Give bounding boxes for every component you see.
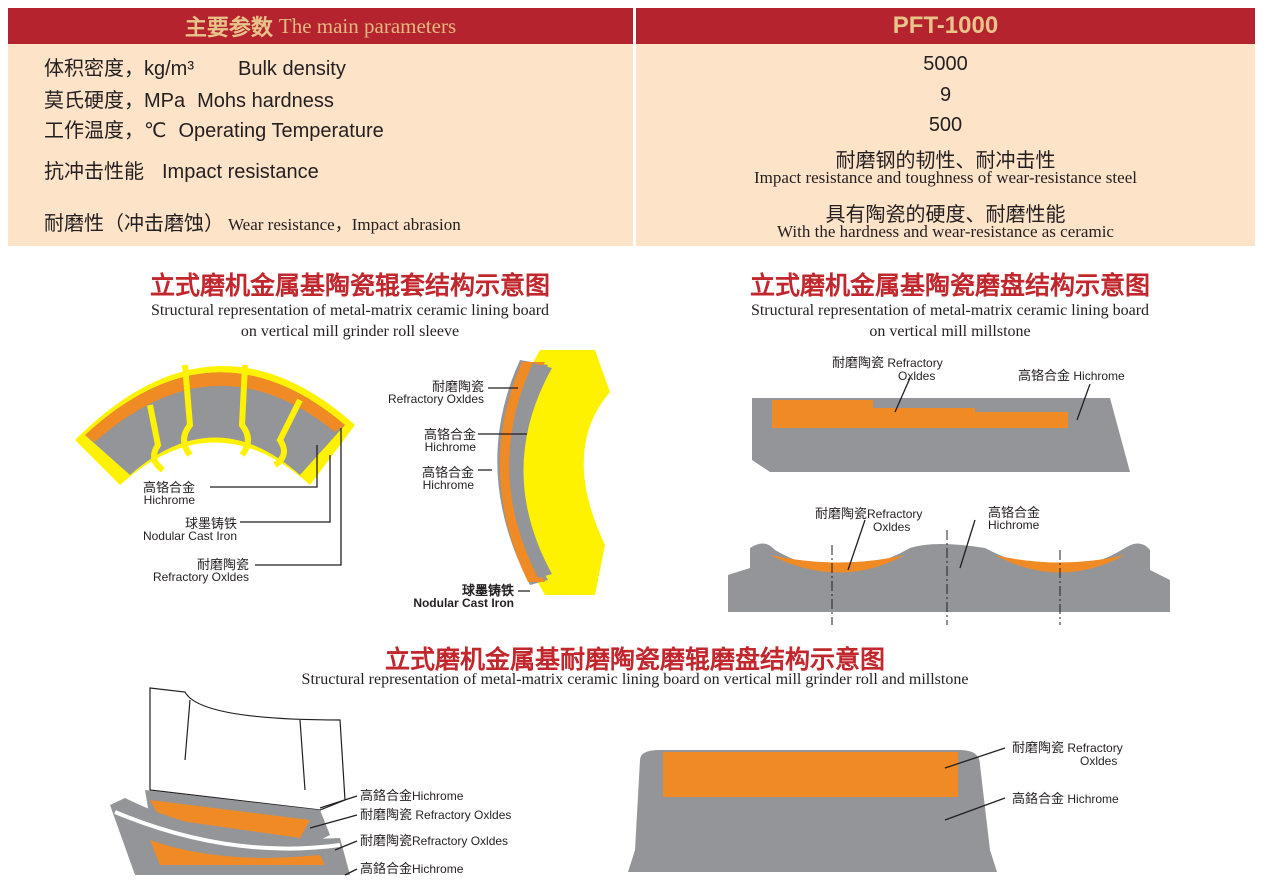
- param-label-cn: 耐磨性（冲击磨蚀）: [44, 213, 224, 235]
- label-en: Refractory Oxldes: [387, 392, 484, 406]
- label-en: Nodular Cast Iron: [142, 529, 237, 543]
- label-cn: 耐磨陶瓷: [832, 355, 885, 370]
- label-cn: 高铬合金: [988, 505, 1041, 520]
- param-label-en: Operating Temperature: [178, 120, 384, 142]
- label-hichrome: 高铬合金 Hichrome: [1018, 369, 1125, 383]
- millstone-block-diagram: [628, 747, 1006, 872]
- section-subtitle: Structural representation of metal-matri…: [60, 300, 640, 342]
- subtitle-line: on vertical mill grinder roll sleeve: [240, 323, 460, 340]
- label-cn: 球墨铸铁: [184, 516, 237, 531]
- table-body-left: [8, 44, 633, 246]
- param-value-en: Impact resistance and toughness of wear-…: [754, 168, 1137, 187]
- label-cn: 高铬合金: [1018, 368, 1071, 383]
- param-value: 500: [928, 114, 963, 136]
- table-header-left: 主要参数 The main parameters: [8, 8, 633, 44]
- section-subtitle: Structural representation of metal-matri…: [660, 300, 1240, 342]
- param-row: 莫氏硬度，MPa Mohs hardness: [44, 84, 334, 113]
- param-row: 耐磨性（冲击磨蚀）Wear resistance，Impact abrasion: [44, 207, 461, 236]
- param-label-cn: 工作温度，℃: [44, 120, 167, 142]
- subtitle-line: Structural representation of metal-matri…: [750, 302, 1150, 319]
- label-en: Oxldes: [898, 369, 936, 383]
- model-name: PFT-1000: [892, 12, 999, 39]
- label-cn: 耐磨陶瓷: [360, 807, 413, 822]
- header-cn: 主要参数: [184, 15, 273, 40]
- label-cn: 高鉻合金: [360, 788, 413, 803]
- param-value: 9: [939, 84, 952, 106]
- roll-and-millstone-diagram: [110, 687, 358, 876]
- label-en: Hichrome: [412, 789, 464, 803]
- param-label-cn: 莫氏硬度，MPa: [44, 90, 186, 112]
- label-hichrome: 高鉻合金Hichrome: [360, 789, 463, 803]
- label-en: Oxldes: [873, 520, 911, 534]
- millstone-bottom-diagram: [728, 519, 1170, 625]
- label-cn: 高铬合金: [421, 465, 474, 480]
- table-body-right: [636, 44, 1255, 246]
- label-en: Refractory Oxldes: [412, 834, 509, 848]
- label-en: Refractory: [1067, 741, 1123, 755]
- param-value: 具有陶瓷的硬度、耐磨性能: [825, 204, 1066, 226]
- section-title: 立式磨机金属基陶瓷辊套结构示意图: [149, 272, 550, 300]
- param-row: 抗冲击性能 Impact resistance: [44, 155, 319, 184]
- label-cn: 耐磨陶瓷: [431, 379, 484, 394]
- section-title: 立式磨机金属基耐磨陶瓷磨辊磨盘结构示意图: [384, 646, 885, 674]
- param-label-en: Mohs hardness: [197, 90, 334, 112]
- millstone-top-diagram: [752, 377, 1130, 472]
- param-label-cn: 体积密度，kg/m³: [44, 58, 194, 80]
- param-value: 5000: [923, 53, 968, 75]
- label-en: Hichrome: [424, 440, 476, 454]
- label-en: Refractory Oxldes: [415, 808, 512, 822]
- label-en: Hichrome: [1073, 369, 1125, 383]
- label-cn: 高鉻合金: [360, 861, 413, 876]
- label-cn: 耐磨陶瓷: [815, 506, 868, 521]
- label-cn: 高鉻合金: [1012, 791, 1065, 806]
- label-en: Hichrome: [143, 493, 196, 507]
- roll-sleeve-section-diagram: [478, 350, 610, 595]
- label-cn: 高铬合金: [143, 480, 196, 495]
- subtitle-line: Structural representation of metal-matri…: [150, 302, 550, 319]
- label-en: Hichrome: [412, 862, 464, 876]
- label-en: Hichrome: [422, 478, 474, 492]
- header-en: The main parameters: [278, 13, 457, 38]
- param-row: 工作温度，℃ Operating Temperature: [44, 114, 384, 143]
- subtitle-line: on vertical mill millstone: [869, 323, 1031, 340]
- param-value-en: With the hardness and wear-resistance as…: [777, 222, 1114, 241]
- param-label-cn: 抗冲击性能: [44, 161, 144, 183]
- section-title: 立式磨机金属基陶瓷磨盘结构示意图: [749, 272, 1150, 300]
- label-en: Oxldes: [1080, 754, 1118, 768]
- label-en: Nodular Cast Iron: [413, 596, 514, 610]
- label-cn: 耐磨陶瓷: [1012, 740, 1065, 755]
- label-en: Hichrome: [988, 518, 1040, 532]
- label-refractory: 耐磨陶瓷Refractory Oxldes: [360, 834, 508, 848]
- param-value: 耐磨钢的韧性、耐冲击性: [835, 150, 1056, 172]
- param-label-en: Bulk density: [238, 58, 346, 80]
- param-label-en: Wear resistance，Impact abrasion: [228, 215, 461, 234]
- label-hichrome: 高鉻合金 Hichrome: [1012, 792, 1119, 806]
- label-en: Refractory: [887, 356, 943, 370]
- label-en: Hichrome: [1067, 792, 1119, 806]
- label-cn: 耐磨陶瓷: [196, 557, 249, 572]
- label-hichrome: 高鉻合金Hichrome: [360, 862, 463, 876]
- param-label-en: Impact resistance: [162, 161, 319, 183]
- label-en: Refractory Oxldes: [152, 570, 249, 584]
- label-cn: 高铬合金: [423, 427, 476, 442]
- label-cn: 球墨铸铁: [461, 583, 514, 598]
- label-en: Refractory: [867, 507, 923, 521]
- param-row: 体积密度，kg/m³ Bulk density: [44, 52, 346, 81]
- section-subtitle: Structural representation of metal-matri…: [301, 671, 969, 688]
- roll-sleeve-sector-diagram: [75, 364, 355, 566]
- label-refractory: 耐磨陶瓷 Refractory Oxldes: [360, 808, 511, 822]
- table-header-right: PFT-1000: [636, 8, 1255, 44]
- label-cn: 耐磨陶瓷: [360, 833, 413, 848]
